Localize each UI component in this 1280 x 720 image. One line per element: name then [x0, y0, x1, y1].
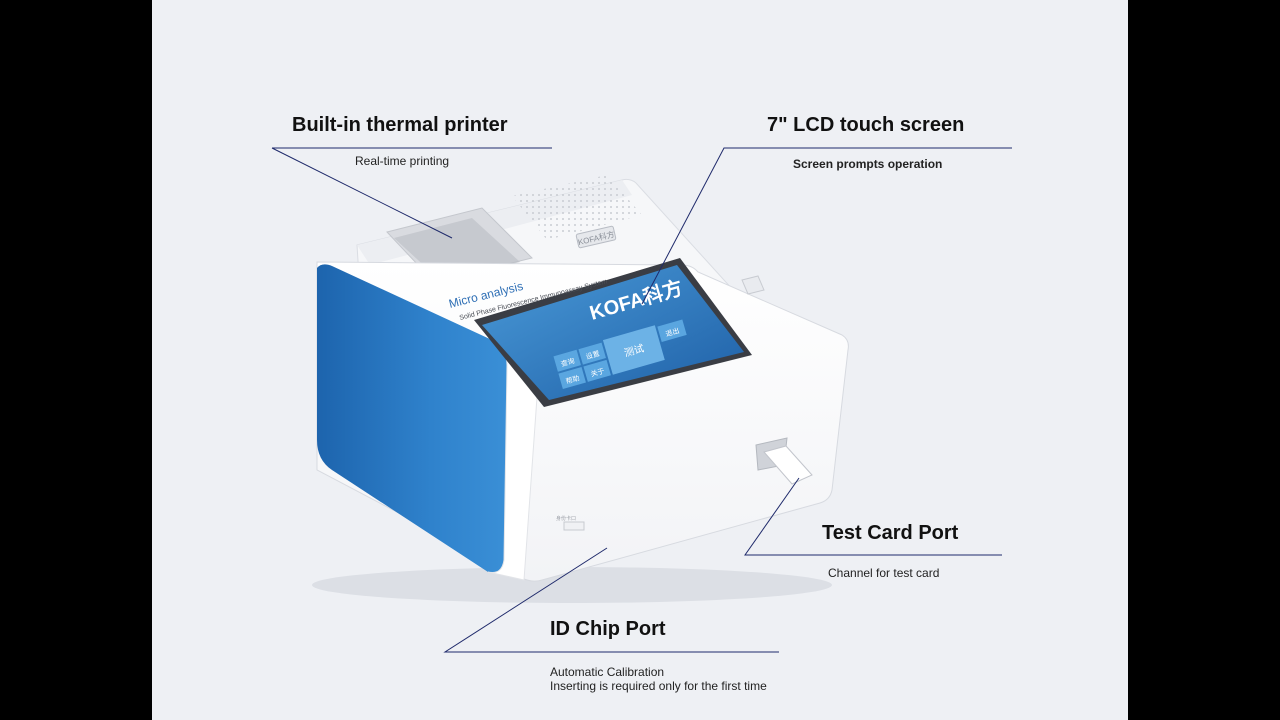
printer-leader-line: [271, 147, 453, 239]
id-chip-callout-title: ID Chip Port: [550, 618, 666, 640]
screen-button-exit[interactable]: [657, 319, 687, 342]
speaker-badge: [575, 225, 617, 249]
product-infographic: KOFA科方 KOFA科方 查询 设置 测试 退出 帮助 关于 Micro: [152, 0, 1128, 720]
device-shadow: [312, 567, 832, 603]
screen-button-help[interactable]: [558, 367, 586, 390]
lcd-screen: [482, 265, 744, 400]
id-chip-label: 身份卡口: [556, 515, 576, 522]
id-chip-callout-subtitle-1: Automatic Calibration: [550, 665, 665, 679]
printer-callout-title: Built-in thermal printer: [292, 114, 508, 136]
speaker-grille: [512, 175, 642, 240]
test-card-callout-title: Test Card Port: [822, 522, 959, 544]
lcd-callout-title: 7" LCD touch screen: [767, 114, 965, 136]
lcd-callout-line: [641, 147, 1012, 305]
id-chip-callout-subtitle-2: Inserting is required only for the first…: [550, 679, 767, 693]
screen-button-test[interactable]: [602, 325, 665, 375]
lcd-callout-subtitle: Screen prompts operation: [793, 157, 943, 171]
test-card-callout-line: [744, 477, 1002, 556]
test-card[interactable]: [763, 445, 813, 485]
printer-callout-subtitle: Real-time printing: [355, 154, 450, 168]
callout-lines: [271, 147, 1012, 653]
blue-side-panel: [317, 264, 507, 573]
id-chip-callout-line: [443, 547, 779, 653]
screen-menu: 查询 设置 测试 退出 帮助 关于: [553, 319, 687, 390]
test-card-callout-subtitle: Channel for test card: [828, 566, 940, 580]
screen-button-query[interactable]: [553, 349, 581, 372]
device-illustration: KOFA科方 KOFA科方 查询 设置 测试 退出 帮助 关于 Micro: [271, 147, 1012, 653]
screen-button-settings[interactable]: [578, 342, 606, 365]
screen-button-about[interactable]: [583, 359, 611, 382]
id-chip-slot[interactable]: [563, 521, 585, 531]
power-button[interactable]: [741, 275, 765, 295]
